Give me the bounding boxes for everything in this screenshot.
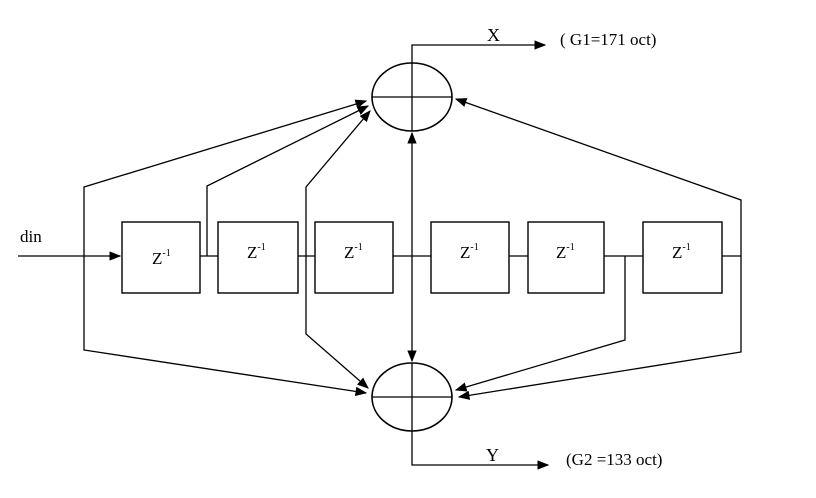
tap-stage2-to-top-adder xyxy=(305,110,371,256)
delay-box-2: Z-1 xyxy=(217,221,299,294)
delay-box-3: Z-1 xyxy=(314,221,394,294)
tap-stage1-to-top-adder xyxy=(206,105,370,256)
adder-top xyxy=(371,62,453,132)
delay-label: Z-1 xyxy=(247,242,266,262)
tap-stage6-to-bottom-adder xyxy=(457,256,742,400)
tap-input-to-top-adder xyxy=(83,99,368,256)
adder-bottom xyxy=(371,362,453,432)
delay-label: Z-1 xyxy=(460,242,479,262)
delay-box-1: Z-1 xyxy=(121,221,201,294)
output-y-label: Y xyxy=(486,445,499,465)
delay-box-5: Z-1 xyxy=(527,221,605,294)
input-label: din xyxy=(20,227,42,246)
output-x-polynomial: ( G1=171 oct) xyxy=(560,30,656,49)
tap-stage2-to-bottom-adder xyxy=(305,256,369,389)
delay-box-6: Z-1 xyxy=(642,221,723,294)
delay-label: Z-1 xyxy=(672,242,691,262)
tap-input-to-bottom-adder xyxy=(83,256,368,397)
tap-stage6-to-top-adder xyxy=(454,98,742,256)
delay-label: Z-1 xyxy=(556,242,575,262)
output-y-polynomial: (G2 =133 oct) xyxy=(566,450,662,469)
delay-label: Z-1 xyxy=(152,248,171,268)
output-x-label: X xyxy=(487,25,500,45)
delay-label: Z-1 xyxy=(344,242,363,262)
output-x-arrow xyxy=(411,40,547,63)
delay-box-4: Z-1 xyxy=(430,221,510,294)
output-y-arrow xyxy=(411,431,550,470)
tap-stage5-to-bottom-adder xyxy=(454,256,626,392)
